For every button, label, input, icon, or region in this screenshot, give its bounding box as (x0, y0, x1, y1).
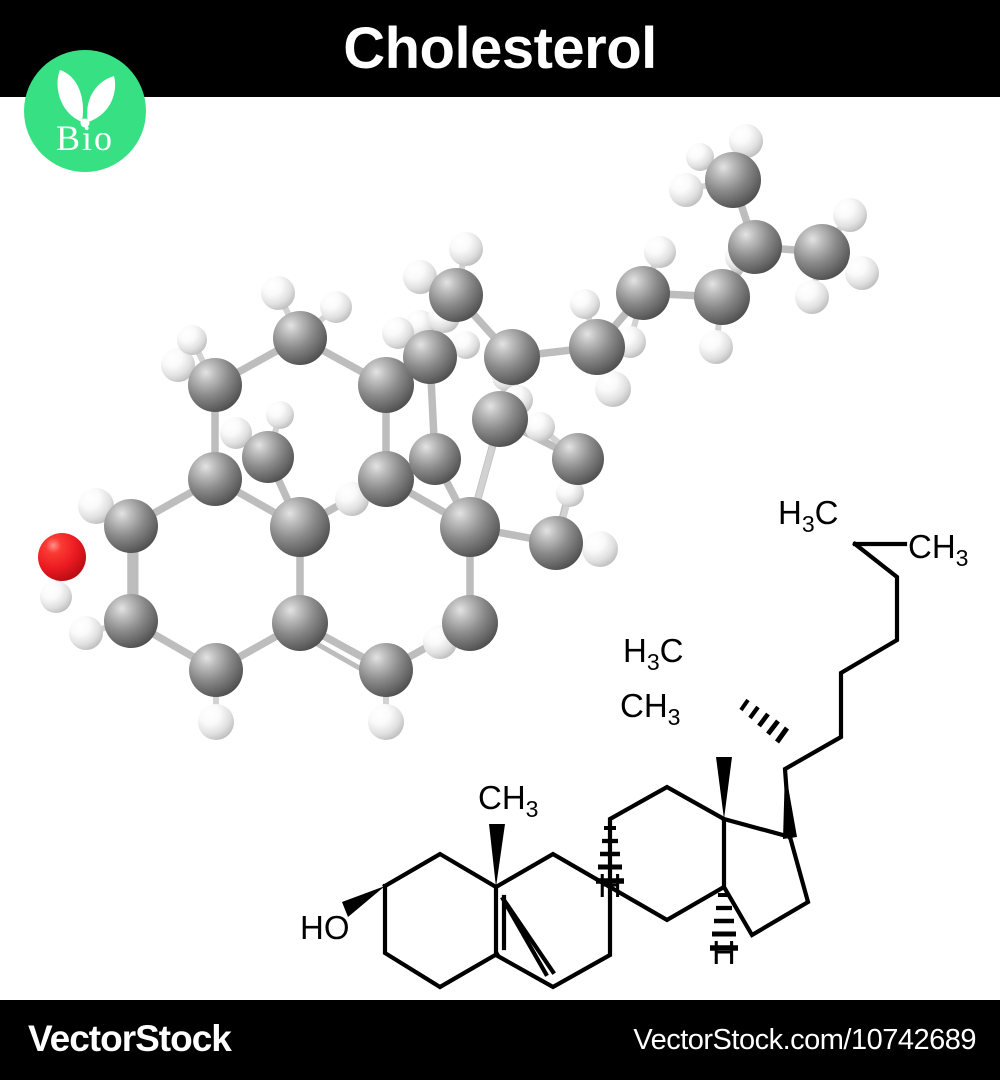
label-methyl-c18: CH3 (620, 687, 680, 730)
carbon-atoms (104, 152, 850, 697)
ring-d (721, 816, 811, 938)
bio-logo: Bio (24, 50, 146, 172)
skeletal-formula: HO CH3 CH3 H3C H3C CH3 H H (0, 97, 1000, 1000)
label-hydrogen-c8: H (598, 867, 622, 904)
methyl-c18-wedge (716, 757, 732, 819)
methyl-c19-wedge (489, 824, 505, 887)
skeletal-text-labels: HO CH3 CH3 H3C H3C CH3 H H (300, 494, 968, 971)
footer-brand: VectorStock (28, 1018, 232, 1059)
footer-url[interactable]: VectorStock.com/10742689 (633, 1024, 976, 1056)
label-methyl-c21: H3C (623, 632, 683, 675)
oxygen-atom (38, 533, 86, 581)
footer-bar (0, 1000, 1000, 1080)
hydrogen-c14-hash (710, 893, 738, 951)
methyl-c21-hash (739, 698, 790, 744)
hydrogen-c8-hash (596, 826, 624, 884)
logo-circle (24, 50, 146, 172)
leaf-icon (57, 70, 116, 128)
label-hydrogen-c14: H (712, 934, 736, 971)
ring-a (382, 851, 500, 990)
label-hydroxyl: HO (300, 909, 350, 946)
hydroxyl-wedge (342, 886, 385, 917)
ring-b (493, 851, 613, 990)
logo-label: Bio (55, 118, 114, 158)
label-methyl-c26: H3C (778, 494, 838, 537)
double-bond (501, 897, 556, 975)
label-methyl-c19: CH3 (478, 779, 538, 822)
header-bar (0, 0, 1000, 97)
ball-and-stick-model (0, 97, 1000, 1000)
page-title: Cholesterol (343, 16, 657, 81)
ring-c (607, 784, 727, 923)
label-methyl-c27: CH3 (908, 528, 968, 571)
side-chain (782, 541, 908, 840)
c20-c17-wedge (783, 769, 797, 839)
